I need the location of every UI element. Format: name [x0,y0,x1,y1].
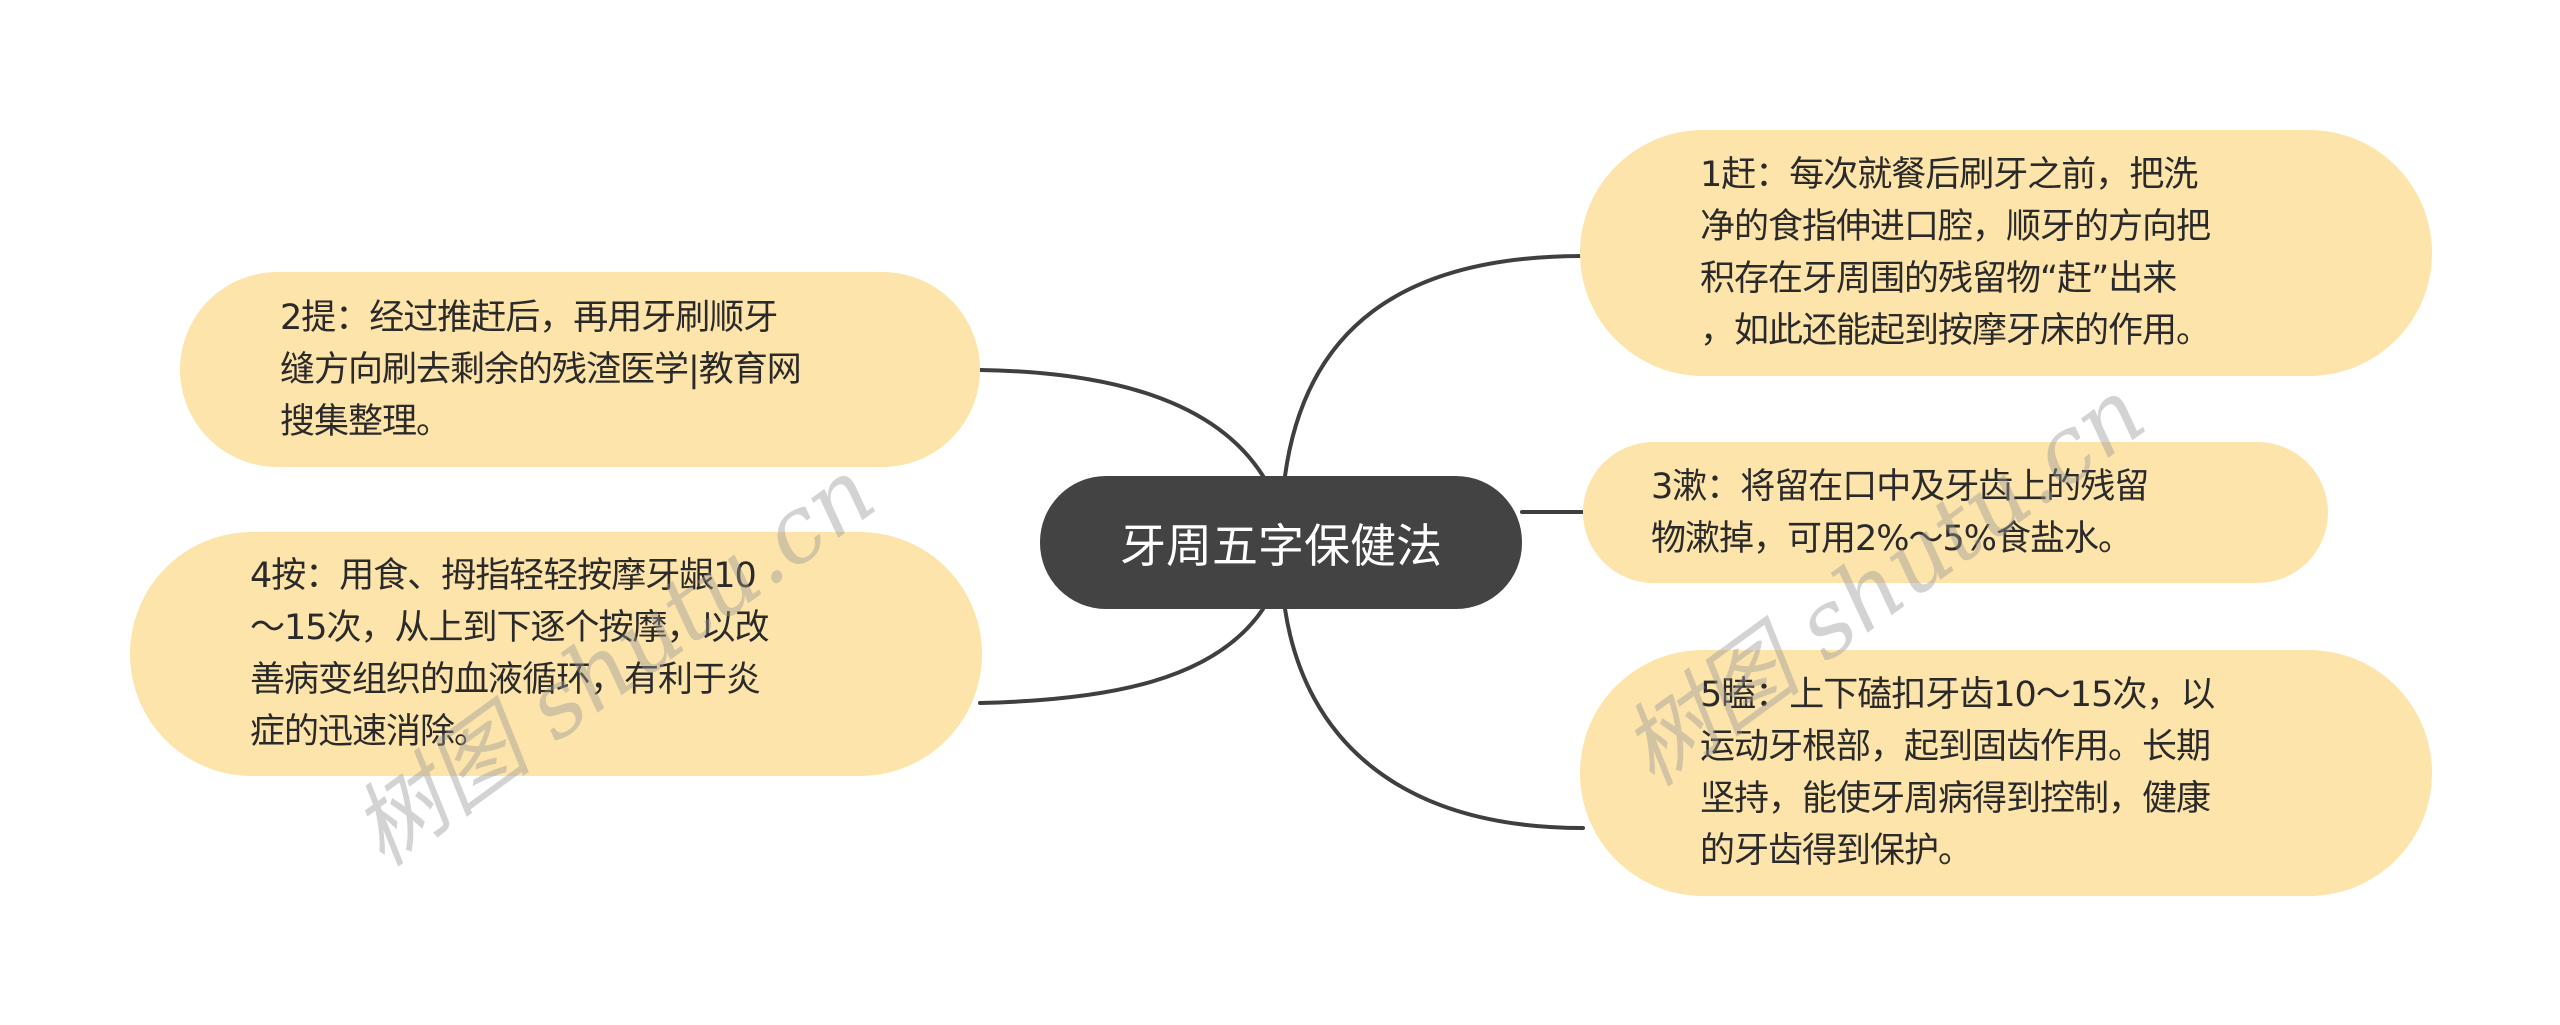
central-topic[interactable]: 牙周五字保健法 [1040,476,1522,609]
topic-node-3[interactable]: 3漱：将留在口中及牙齿上的残留 物漱掉，可用2%～5%食盐水。 [1583,442,2328,583]
topic-node-5-text: 5瞌：上下磕扣牙齿10～15次，以 运动牙根部，起到固齿作用。长期 坚持，能使牙… [1700,675,2215,871]
topic-node-4-text: 4按：用食、拇指轻轻按摩牙龈10 ～15次，从上到下逐个按摩，以改 善病变组织的… [250,556,770,752]
connector-node-1 [1283,254,1585,478]
topic-node-2[interactable]: 2提：经过推赶后，再用牙刷顺牙 缝方向刷去剩余的残渣医学|教育网 搜集整理。 [180,272,980,467]
topic-node-1[interactable]: 1赶：每次就餐后刷牙之前，把洗 净的食指伸进口腔，顺牙的方向把 积存在牙周围的残… [1580,130,2432,376]
connector-node-4 [978,607,1265,705]
topic-node-3-text: 3漱：将留在口中及牙齿上的残留 物漱掉，可用2%～5%食盐水。 [1651,466,2149,559]
connector-node-5 [1283,607,1585,830]
topic-node-4[interactable]: 4按：用食、拇指轻轻按摩牙龈10 ～15次，从上到下逐个按摩，以改 善病变组织的… [130,532,982,776]
topic-node-2-text: 2提：经过推赶后，再用牙刷顺牙 缝方向刷去剩余的残渣医学|教育网 搜集整理。 [280,297,802,442]
central-topic-label: 牙周五字保健法 [1120,518,1442,573]
topic-node-1-text: 1赶：每次就餐后刷牙之前，把洗 净的食指伸进口腔，顺牙的方向把 积存在牙周围的残… [1700,155,2211,351]
connector-node-2 [978,368,1265,478]
topic-node-5[interactable]: 5瞌：上下磕扣牙齿10～15次，以 运动牙根部，起到固齿作用。长期 坚持，能使牙… [1580,650,2432,896]
